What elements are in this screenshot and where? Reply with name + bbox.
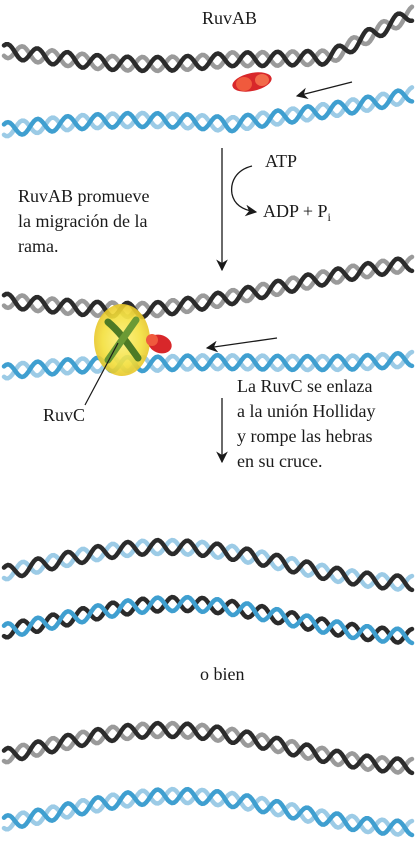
panel-3-product-a	[1, 537, 415, 646]
upper-duplex-2-strand-b	[1, 256, 415, 320]
ruvab-protein	[232, 72, 272, 92]
promote-line-2: la migración de la	[18, 211, 148, 231]
atp-label: ATP	[265, 151, 298, 171]
lower-duplex	[1, 85, 415, 139]
ruvab-label: RuvAB	[202, 8, 258, 28]
migration-arrow-2	[205, 337, 278, 353]
promote-line-1: RuvAB promueve	[18, 186, 150, 206]
ruvab-protein-2	[146, 334, 172, 354]
lower-duplex-2	[1, 349, 415, 381]
product-a-lower	[1, 594, 415, 646]
cleave-line-1: La RuvC se enlaza	[237, 376, 373, 396]
adp-label: ADP + Pi	[263, 201, 331, 224]
lower-duplex-2-strand-b	[1, 350, 415, 380]
product-b-lower-strand-b	[1, 786, 415, 838]
cleave-line-4: en su cruce.	[237, 451, 323, 471]
ruvc-pointer	[84, 342, 119, 406]
ruvc-label: RuvC	[43, 405, 86, 425]
product-a-upper-strand-b	[1, 537, 415, 593]
promote-line-3: rama.	[18, 236, 59, 256]
or-label: o bien	[200, 664, 245, 684]
upper-duplex	[1, 4, 415, 74]
product-a-lower-strand-b	[1, 594, 415, 646]
panel-1-holliday-junction	[1, 4, 415, 139]
cleave-line-2: a la unión Holliday	[237, 401, 376, 421]
lower-duplex-strand-b	[1, 88, 415, 137]
product-b-lower	[1, 786, 415, 838]
migration-arrow-1	[295, 81, 353, 100]
product-b-upper	[1, 720, 415, 776]
panel-4-product-b	[1, 720, 415, 838]
upper-duplex-2	[1, 254, 415, 320]
product-b-upper-strand-b	[1, 720, 415, 776]
ruvc-protein	[94, 304, 150, 376]
cleave-line-3: y rompe las hebras	[237, 426, 373, 446]
product-a-upper	[1, 537, 415, 593]
adp-subscript: i	[327, 210, 331, 224]
panel-2-branch-migration	[1, 254, 415, 381]
upper-duplex-strand-b	[1, 11, 415, 74]
atp-curve-arrow	[230, 165, 258, 217]
